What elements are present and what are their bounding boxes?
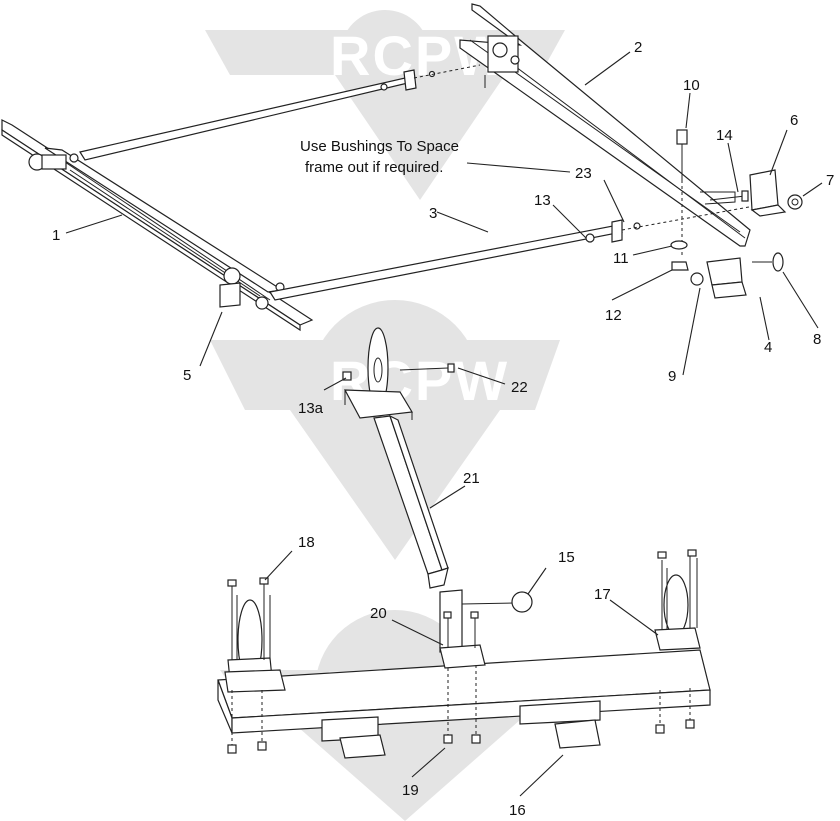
callout-3: 3: [429, 205, 437, 222]
callout-12: 12: [605, 307, 622, 324]
callout-6: 6: [790, 112, 798, 129]
caster-wheel-front: [342, 327, 455, 420]
front-crossbar: [269, 204, 761, 301]
tongue-tube-21: [373, 414, 449, 589]
hardware-nut-7: [787, 194, 803, 210]
hardware-nut-12: [671, 261, 689, 271]
bracket-6: [749, 169, 787, 217]
callout-23: 23: [575, 165, 592, 182]
center-mount: [439, 589, 533, 744]
hardware-nut-9: [690, 272, 704, 286]
callout-14: 14: [716, 127, 733, 144]
callout-7: 7: [826, 172, 834, 189]
callout-8: 8: [813, 331, 821, 348]
callout-10: 10: [683, 77, 700, 94]
callout-16: 16: [509, 802, 526, 819]
hardware-bolt-10: [676, 129, 688, 258]
callout-1: 1: [52, 227, 60, 244]
callout-leaders: [65, 51, 823, 797]
callout-13: 13: [534, 192, 551, 209]
note-line-1: Use Bushings To Space: [300, 138, 459, 155]
callout-18: 18: [298, 534, 315, 551]
right-side-rail: [459, 3, 751, 247]
callout-19: 19: [402, 782, 419, 799]
note-leader: [466, 162, 571, 173]
caster-left: [224, 577, 286, 754]
hardware-bolt-8: [752, 252, 784, 272]
rear-crossbar: [79, 64, 481, 161]
caster-right: [654, 549, 701, 734]
hardware-bolt-14: [709, 190, 749, 202]
hardware-washer-11: [670, 240, 688, 250]
callout-4: 4: [764, 339, 772, 356]
callout-5: 5: [183, 367, 191, 384]
callout-13a: 13a: [298, 400, 324, 417]
callout-17: 17: [594, 586, 611, 603]
callout-21: 21: [463, 470, 480, 487]
bumper-beam: [217, 649, 711, 759]
callout-2: 2: [634, 39, 642, 56]
callout-9: 9: [668, 368, 676, 385]
callout-15: 15: [558, 549, 575, 566]
callout-11: 11: [613, 250, 629, 267]
callout-22: 22: [511, 379, 528, 396]
left-side-rail: [1, 119, 314, 332]
callout-20: 20: [370, 605, 387, 622]
bracket-4: [706, 257, 747, 299]
note-line-2: frame out if required.: [305, 159, 443, 176]
